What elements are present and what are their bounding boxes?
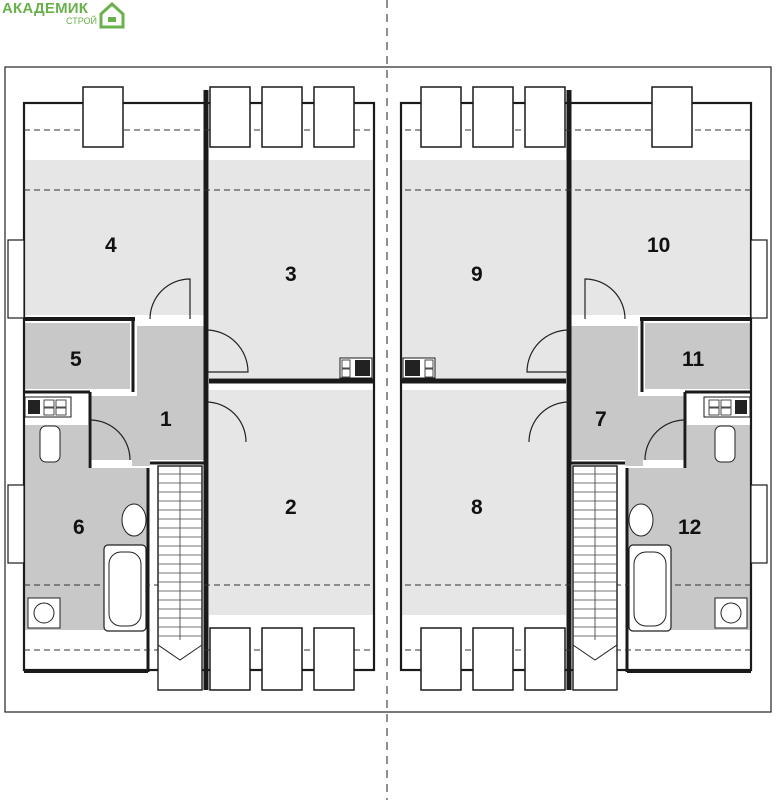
room-label-5: 5	[70, 348, 82, 371]
floor-room-5	[24, 323, 130, 389]
room-label-12: 12	[678, 516, 701, 539]
room-label-3: 3	[285, 263, 297, 286]
floor-room-1	[90, 326, 204, 466]
room-label-2: 2	[285, 496, 297, 519]
room-label-9: 9	[471, 263, 483, 286]
room-label-6: 6	[73, 516, 85, 539]
company-logo: АКАДЕМИК СТРОЙ	[0, 0, 140, 32]
room-label-7: 7	[595, 408, 607, 431]
room-label-4: 4	[105, 234, 117, 257]
logo-subtitle: СТРОЙ	[66, 16, 97, 26]
outer-outline	[4, 66, 772, 713]
floor-room-2	[209, 390, 373, 615]
left-unit	[7, 86, 376, 691]
logo-title: АКАДЕМИК	[2, 0, 89, 17]
room-label-8: 8	[471, 496, 483, 519]
room-label-11: 11	[682, 348, 705, 371]
floor-room-4	[24, 160, 204, 315]
room-label-1: 1	[160, 408, 172, 431]
room-label-10: 10	[647, 234, 670, 257]
floor-room-3	[209, 160, 373, 378]
house-icon	[99, 1, 125, 29]
right-unit	[399, 86, 768, 691]
